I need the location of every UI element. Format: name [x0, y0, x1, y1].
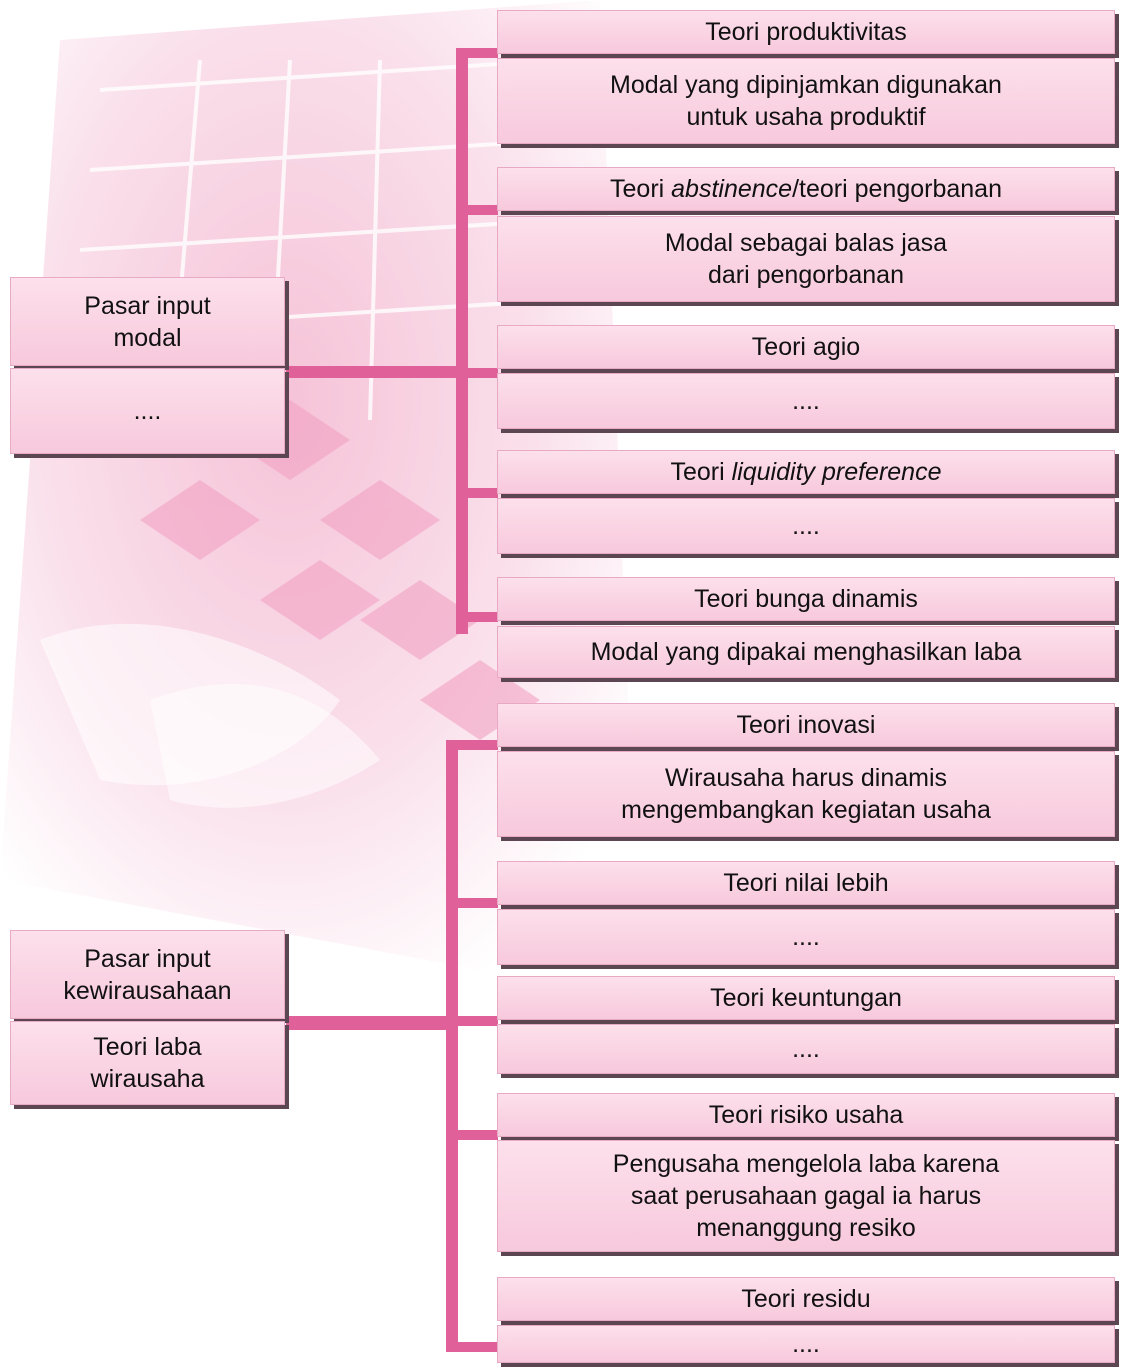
theory-desc-box: Modal yang dipinjamkan digunakan untuk u… — [497, 58, 1115, 144]
theory-desc: Modal sebagai balas jasa dari pengorbana… — [664, 229, 948, 289]
theory-desc: Wirausaha harus dinamis mengembangkan ke… — [621, 764, 991, 824]
theory-desc-box: .... — [497, 1024, 1115, 1074]
theory-name: Teori nilai lebih — [723, 869, 889, 897]
theory-desc-box: Wirausaha harus dinamis mengembangkan ke… — [497, 751, 1115, 837]
theory-desc: .... — [792, 1330, 820, 1358]
teori-laba-wirausaha-box: Teori laba wirausaha — [10, 1021, 285, 1105]
theory-name: Teori produktivitas — [705, 18, 907, 46]
theory-name-post: /teori pengorbanan — [792, 175, 1002, 203]
connector-line — [446, 740, 498, 750]
theory-desc-box: .... — [497, 909, 1115, 965]
pasar-input-modal-blank-box: .... — [10, 368, 285, 454]
pasar-input-modal-box: Pasar input modal — [10, 277, 285, 366]
theory-desc-box: .... — [497, 498, 1115, 554]
theory-desc: Modal yang dipinjamkan digunakan untuk u… — [610, 71, 1002, 131]
connector-line — [286, 1016, 458, 1030]
pasar-input-kewirausahaan-box: Pasar input kewirausahaan — [10, 930, 285, 1019]
theory-name-box: Teori liquidity preference — [497, 450, 1115, 494]
blank-dots: .... — [133, 397, 162, 425]
connector-line — [456, 368, 498, 378]
connector-line — [446, 1016, 498, 1026]
theory-name: Teori bunga dinamis — [694, 585, 918, 613]
theory-name: Teori abstinence/teori pengorbanan — [610, 173, 1002, 205]
connector-line — [446, 898, 498, 908]
theory-name-box: Teori nilai lebih — [497, 861, 1115, 905]
pasar-input-modal-label: Pasar input modal — [84, 291, 211, 352]
theory-name: Teori agio — [751, 333, 861, 361]
theory-name-box: Teori agio — [497, 325, 1115, 369]
theory-name-box: Teori keuntungan — [497, 976, 1115, 1020]
theory-desc: .... — [792, 1035, 820, 1063]
theory-name-pre: Teori — [610, 175, 672, 203]
theory-desc-box: .... — [497, 373, 1115, 429]
theory-name-box: Teori residu — [497, 1277, 1115, 1321]
connector-line — [446, 740, 458, 1352]
connector-line — [286, 366, 468, 378]
theory-name: Teori inovasi — [736, 711, 876, 739]
theory-name-box: Teori risiko usaha — [497, 1093, 1115, 1137]
theory-desc-box: .... — [497, 1325, 1115, 1363]
connector-line — [456, 48, 498, 58]
theory-name: Teori risiko usaha — [708, 1101, 904, 1129]
connector-line — [456, 205, 498, 215]
theory-desc: .... — [792, 512, 820, 540]
theory-name-box: Teori inovasi — [497, 703, 1115, 747]
connector-line — [446, 1130, 498, 1140]
teori-laba-wirausaha-label: Teori laba wirausaha — [90, 1033, 205, 1093]
theory-desc-box: Pengusaha mengelola laba karena saat per… — [497, 1140, 1115, 1252]
theory-name: Teori keuntungan — [710, 984, 902, 1012]
theory-name-box: Teori produktivitas — [497, 10, 1115, 54]
theory-desc-box: Modal sebagai balas jasa dari pengorbana… — [497, 216, 1115, 302]
theory-name-box: Teori bunga dinamis — [497, 577, 1115, 621]
connector-line — [456, 612, 498, 622]
theory-name-italic: liquidity preference — [731, 458, 942, 486]
connector-line — [456, 488, 498, 498]
theory-desc: .... — [792, 923, 820, 951]
pasar-input-kewirausahaan-label: Pasar input kewirausahaan — [63, 944, 232, 1005]
theory-desc: Modal yang dipakai menghasilkan laba — [590, 638, 1022, 666]
theory-name: Teori residu — [741, 1285, 871, 1313]
theory-name-italic: abstinence — [671, 175, 793, 203]
connector-line — [446, 1342, 498, 1352]
theory-desc-box: Modal yang dipakai menghasilkan laba — [497, 626, 1115, 678]
theory-name: Teori liquidity preference — [671, 456, 942, 488]
theory-desc: Pengusaha mengelola laba karena saat per… — [612, 1150, 1000, 1242]
connector-line — [456, 48, 468, 634]
theory-name-pre: Teori — [670, 458, 732, 486]
theory-desc: .... — [792, 387, 820, 415]
theory-name-box: Teori abstinence/teori pengorbanan — [497, 167, 1115, 211]
